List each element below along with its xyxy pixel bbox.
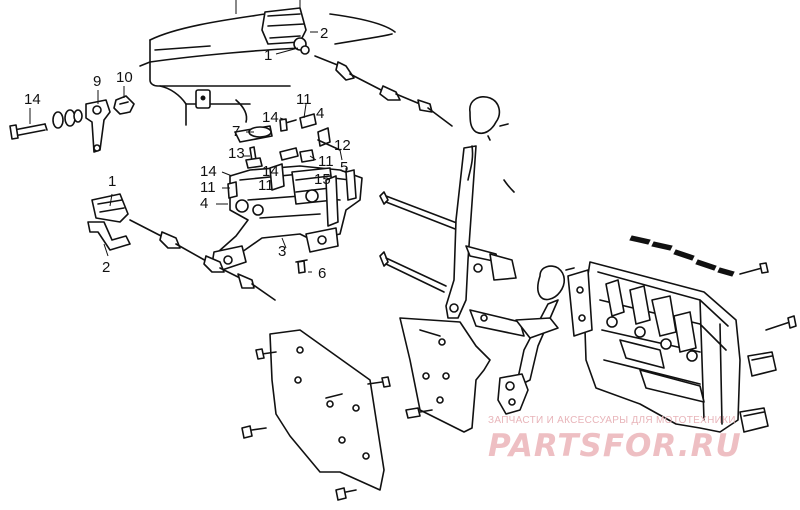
callout-11-b: 11 bbox=[318, 153, 334, 170]
shift-knob-top bbox=[469, 96, 509, 141]
top-cable-bracket bbox=[261, 7, 310, 55]
callout-11-d: 11 bbox=[258, 177, 274, 194]
callout-1-top-clamp: 1 bbox=[264, 47, 272, 64]
leader-lines bbox=[29, 31, 347, 273]
callout-2-mid-bracket: 2 bbox=[102, 259, 110, 276]
engine-cover-outline bbox=[139, 0, 396, 126]
watermark-tagline: ЗАПЧАСТИ И АКСЕССУАРЫ ДЛЯ МОТОТЕХНИКИ bbox=[488, 415, 736, 426]
watermark-logo-text: PARTSFOR.RU bbox=[488, 428, 742, 464]
callout-4-a: 4 bbox=[316, 105, 324, 122]
remote-control-box bbox=[567, 261, 797, 433]
callout-11-c: 11 bbox=[200, 179, 216, 196]
callout-11-a: 11 bbox=[296, 91, 312, 108]
central-bracket-assembly bbox=[211, 113, 363, 274]
part-callouts: 14 9 10 2 1 11 4 7 14 12 13 11 5 14 14 1… bbox=[24, 25, 351, 282]
callout-9-lever: 9 bbox=[93, 73, 101, 90]
callout-7: 7 bbox=[232, 123, 240, 140]
mounting-plate-middle bbox=[399, 317, 491, 433]
callout-14-d: 14 bbox=[262, 163, 279, 180]
callout-12: 12 bbox=[334, 137, 351, 154]
gasket-strip bbox=[629, 235, 769, 277]
callout-6: 6 bbox=[318, 265, 326, 282]
callout-13: 13 bbox=[228, 145, 245, 162]
callout-2-top-bracket: 2 bbox=[320, 25, 328, 42]
callout-5: 5 bbox=[340, 159, 348, 176]
upper-control-cable bbox=[314, 55, 453, 127]
callout-14-bolt: 14 bbox=[24, 91, 41, 108]
lower-cable-bracket bbox=[87, 193, 131, 251]
callout-3-bracket: 3 bbox=[278, 243, 286, 260]
callout-14-b: 14 bbox=[262, 109, 279, 126]
shift-lever bbox=[445, 145, 517, 319]
lower-control-cable bbox=[129, 219, 276, 301]
left-lever-assembly bbox=[9, 95, 135, 153]
callout-10-nut: 10 bbox=[116, 69, 133, 86]
callout-4-b: 4 bbox=[200, 195, 208, 212]
callout-1-mid-clamp: 1 bbox=[108, 173, 116, 190]
control-rods bbox=[379, 191, 471, 293]
throttle-lever bbox=[469, 265, 575, 415]
mounting-plate-large bbox=[241, 329, 391, 501]
callout-15: 15 bbox=[314, 171, 331, 188]
callout-14-c: 14 bbox=[200, 163, 217, 180]
